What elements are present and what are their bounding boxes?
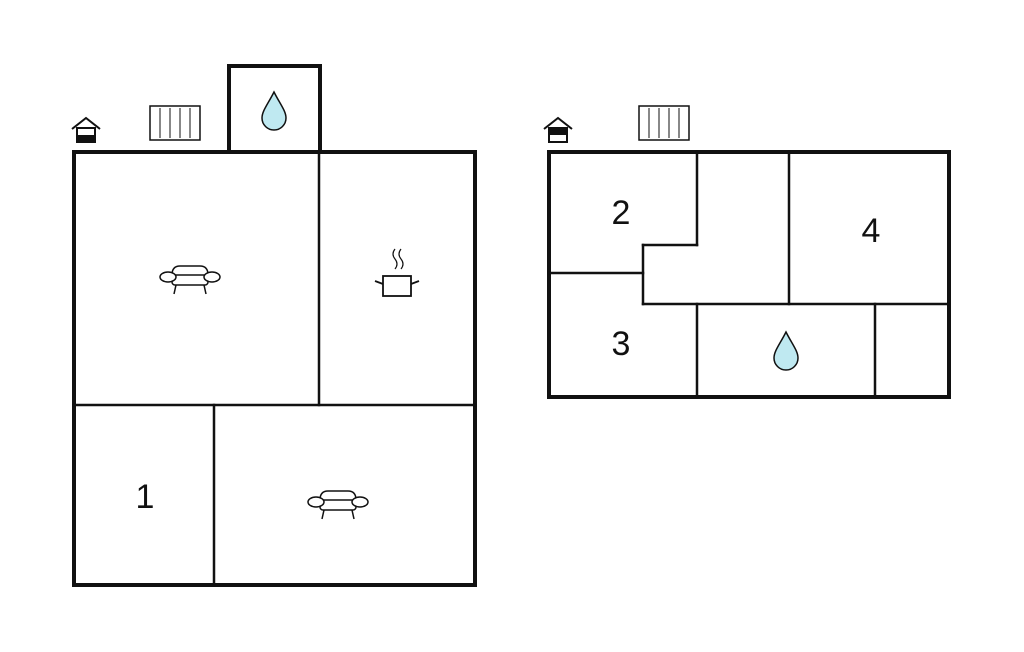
- sofa-icon: [159, 265, 221, 295]
- floor-plan-left: [72, 64, 477, 587]
- room-label-2: 2: [612, 194, 631, 232]
- radiator-icon: [149, 105, 201, 141]
- house-level-icon: [543, 116, 573, 143]
- sofa-icon: [307, 490, 369, 520]
- room-label-1: 1: [136, 478, 155, 516]
- floor-plan-right: [547, 150, 951, 399]
- radiator-icon: [638, 105, 690, 141]
- water-drop-icon: [261, 90, 287, 131]
- cooking-pot-icon: [374, 248, 420, 297]
- water-drop-icon: [773, 330, 799, 371]
- room-label-4: 4: [862, 212, 881, 250]
- left-outer-wall: [72, 150, 477, 587]
- right-outer-wall: [547, 150, 951, 399]
- house-level-icon: [71, 116, 101, 143]
- left-bathroom-annex: [227, 64, 322, 154]
- room-label-3: 3: [612, 325, 631, 363]
